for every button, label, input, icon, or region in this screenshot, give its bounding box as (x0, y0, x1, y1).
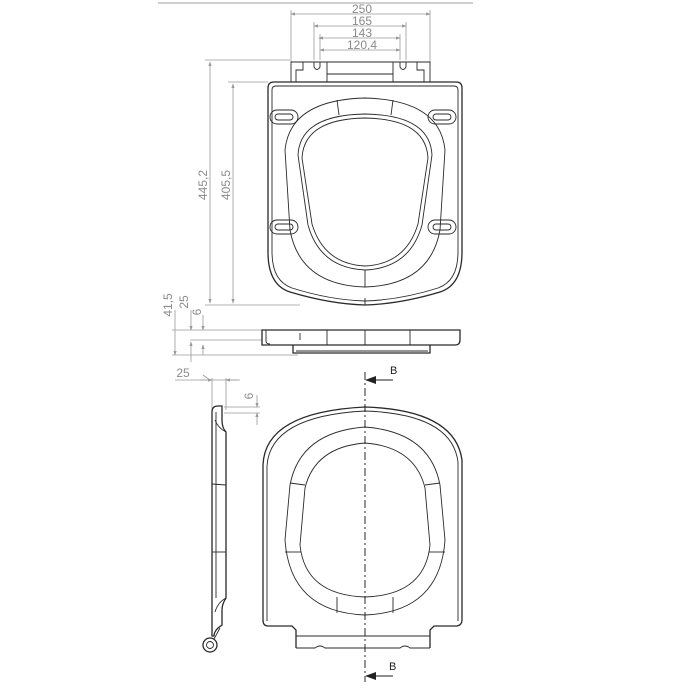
dim-profile-offset: 6 (242, 392, 256, 399)
side-profile-view: 25 6 (175, 366, 260, 653)
plan-view-section: B B (262, 365, 463, 682)
dim-total-height: 41,5 (161, 293, 175, 317)
dim-hinge-inner: 120,4 (347, 38, 377, 52)
dim-hinge-mid: 143 (352, 26, 372, 40)
top-view (267, 61, 463, 306)
left-dimensions: 445,2 405,5 (196, 59, 300, 306)
dim-inner-length: 405,5 (219, 170, 233, 200)
front-side-view (261, 329, 461, 354)
top-dimensions: 250 165 143 120,4 (290, 2, 431, 62)
dim-lid-thickness: 6 (190, 308, 204, 315)
height-dimensions: 41,5 25 6 (161, 293, 298, 362)
dim-overall-length: 445,2 (196, 170, 210, 200)
dim-overall-width: 250 (352, 2, 372, 16)
dim-profile-width: 25 (176, 366, 190, 380)
dim-seat-height: 25 (177, 295, 191, 309)
section-label-bottom: B (389, 661, 396, 673)
section-label-top: B (390, 365, 397, 377)
dim-hinge-outer: 165 (352, 14, 372, 28)
